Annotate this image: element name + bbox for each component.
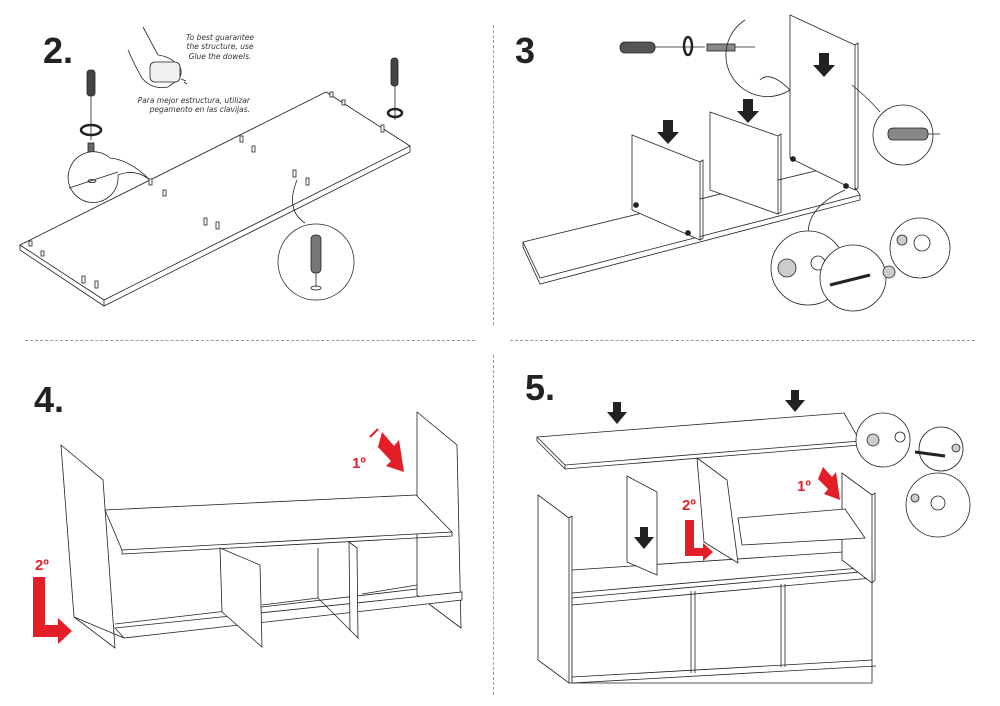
step-5-number: 5.	[525, 367, 556, 408]
side-panel-middle	[709, 111, 782, 215]
dowel-icon	[851, 84, 940, 166]
side-panel-right	[789, 14, 859, 191]
cabinet-body	[537, 472, 877, 684]
step-5-order-second: 2º	[682, 497, 696, 514]
note-es-line-2: pegamento en las clavijas.	[149, 105, 250, 115]
board-panel	[19, 91, 411, 307]
dowel-detail-magnifier	[277, 179, 355, 301]
glue-bottle-icon	[127, 26, 188, 88]
screwdriver-icon	[390, 57, 399, 120]
side-panel-left	[60, 444, 116, 649]
note-es-line-1: Para mejor estructura, utilizar	[137, 96, 250, 105]
step-2-note-english: To best guarantee the structure, use Glu…	[170, 33, 270, 61]
step-5-order-first: 1º	[797, 478, 811, 495]
step-4-order-second: 2º	[35, 557, 49, 574]
note-en-line-1: To best guarantee	[186, 33, 254, 42]
step-3-number: 3	[515, 30, 536, 71]
divider-horizontal-left	[25, 340, 475, 341]
note-en-line-3: Glue the dowels.	[188, 51, 252, 61]
step-4-order-first: 1º	[352, 455, 366, 472]
rotate-icon	[682, 35, 694, 57]
detail-magnifier-left	[67, 151, 151, 203]
cam-lock-icon	[770, 189, 951, 312]
red-arrow-icon	[685, 467, 840, 561]
step-4-number: 4.	[34, 379, 65, 420]
divider-vertical-bottom	[493, 355, 494, 695]
cam-lock-icon	[855, 412, 971, 538]
step-2-number: 2.	[43, 30, 74, 71]
screwdriver-icon	[619, 41, 755, 54]
note-en-line-2: the structure, use	[186, 42, 254, 52]
top-shelf	[104, 494, 453, 555]
step-2-note-spanish: Para mejor estructura, utilizar pegament…	[136, 96, 250, 115]
side-panel-left	[631, 134, 704, 241]
down-arrow-icon	[657, 53, 835, 144]
rotate-icon	[386, 107, 404, 119]
divider-horizontal-right	[510, 340, 975, 341]
down-arrow-icon	[607, 390, 805, 549]
red-arrow-icon	[33, 428, 404, 644]
dowel-icon	[28, 91, 385, 289]
rotate-icon	[79, 123, 103, 137]
divider-vertical-top	[493, 25, 494, 325]
